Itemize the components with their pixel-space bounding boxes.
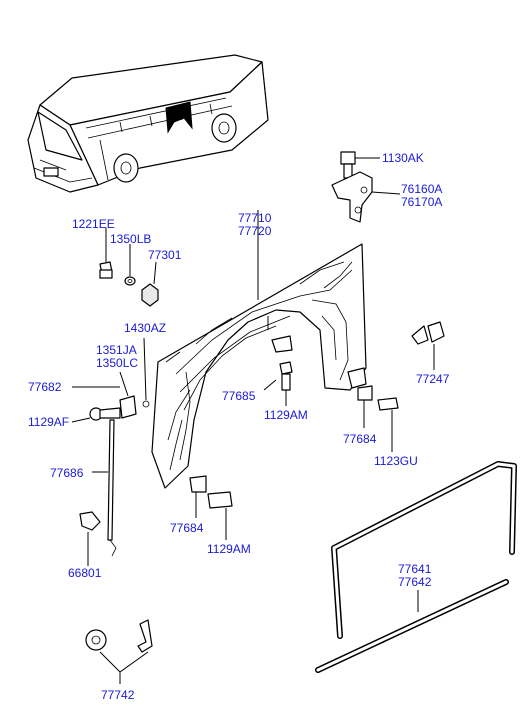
clips-77742 — [85, 619, 153, 684]
label-77720: 77720 — [238, 224, 272, 238]
bus-illustration — [27, 54, 269, 193]
label-76170a: 76170A — [401, 195, 443, 209]
support-rod — [71, 337, 150, 566]
label-77684-right: 77684 — [343, 432, 377, 446]
label-77710: 77710 — [238, 211, 272, 225]
label-1221ee: 1221EE — [72, 217, 115, 231]
bracket-assembly — [331, 151, 401, 223]
small-fasteners — [99, 228, 159, 307]
label-1350lb: 1350LB — [110, 232, 152, 246]
label-77642: 77642 — [398, 575, 432, 589]
label-1350lc: 1350LC — [96, 356, 139, 370]
bolt-middle — [263, 361, 293, 406]
bracket-right — [357, 385, 399, 452]
label-1129am-middle: 1129AM — [264, 408, 308, 422]
label-1129af: 1129AF — [28, 415, 70, 429]
label-1130ak: 1130AK — [382, 151, 424, 165]
label-1123gu: 1123GU — [374, 454, 418, 468]
label-77247: 77247 — [416, 372, 450, 386]
label-1430az: 1430AZ — [124, 321, 167, 335]
label-1351ja: 1351JA — [96, 343, 137, 357]
clip-77247 — [411, 321, 445, 370]
label-77742: 77742 — [101, 688, 135, 702]
label-1129am-bottom: 1129AM — [207, 542, 251, 556]
label-77686: 77686 — [50, 466, 84, 480]
label-77682: 77682 — [28, 380, 62, 394]
label-77301: 77301 — [148, 248, 182, 262]
label-77641: 77641 — [398, 562, 432, 576]
weatherstrip-seal — [315, 461, 517, 673]
wheel-arch-panel — [151, 210, 367, 489]
label-77685: 77685 — [222, 389, 256, 403]
bracket-bottom — [189, 475, 233, 540]
label-77684-bottom: 77684 — [170, 521, 204, 535]
label-66801: 66801 — [68, 566, 102, 580]
label-76160a: 76160A — [401, 182, 443, 196]
